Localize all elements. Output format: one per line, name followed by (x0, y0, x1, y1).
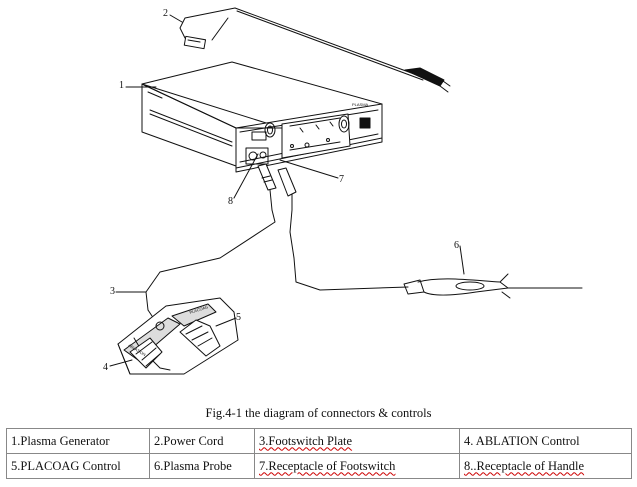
plasma-generator (141, 61, 383, 173)
label-4: 4 (103, 362, 108, 373)
pedal-right-label: PLACOAG (189, 304, 209, 315)
legend-cell: 2.Power Cord (149, 428, 255, 454)
label-6: 6 (454, 240, 459, 251)
legend-cell: 5.PLACOAG Control (6, 453, 150, 479)
label-3: 3 (110, 286, 115, 297)
legend-cell: 7.Receptacle of Footswitch (254, 453, 460, 479)
legend-text: 8..Receptacle of Handle (464, 458, 585, 473)
legend-cell: 8..Receptacle of Handle (459, 453, 632, 479)
label-2: 2 (163, 8, 168, 19)
connector-plugs (145, 163, 409, 311)
front-brand-text: PLASMA (352, 102, 369, 107)
figure-caption: Fig.4-1 the diagram of connectors & cont… (205, 406, 432, 420)
connectors-diagram: PLASMA ABLATION PLACOAG (103, 7, 583, 375)
legend-row: 1.Plasma Generator 2.Power Cord 3.Footsw… (6, 428, 632, 454)
leader-lines (109, 14, 465, 367)
legend-cell: 6.Plasma Probe (149, 453, 255, 479)
legend-text: 7.Receptacle of Footswitch (259, 458, 396, 473)
label-7: 7 (339, 174, 344, 185)
label-8: 8 (228, 196, 233, 207)
legend-cell: 1.Plasma Generator (6, 428, 150, 454)
power-cord (179, 7, 451, 93)
label-5: 5 (236, 312, 241, 323)
label-1: 1 (119, 80, 124, 91)
footswitch (117, 297, 239, 375)
legend-cell: 4. ABLATION Control (459, 428, 632, 454)
legend-table: 1.Plasma Generator 2.Power Cord 3.Footsw… (6, 428, 632, 479)
legend-text: 3.Footswitch Plate (259, 433, 353, 448)
legend-cell: 3.Footswitch Plate (254, 428, 460, 454)
plasma-probe (403, 273, 583, 299)
legend-row: 5.PLACOAG Control 6.Plasma Probe 7.Recep… (6, 453, 632, 479)
